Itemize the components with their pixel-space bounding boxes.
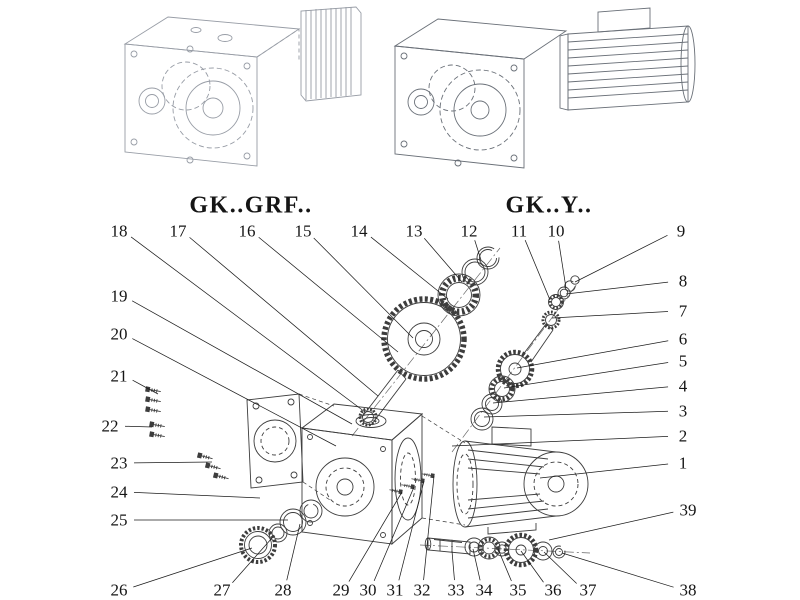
leader-line-29 bbox=[348, 491, 403, 582]
part-number-9: 9 bbox=[676, 221, 686, 241]
gearbox-grf-drawing bbox=[123, 6, 362, 167]
part-number-21: 21 bbox=[110, 366, 128, 386]
part-number-24: 24 bbox=[110, 482, 128, 502]
leader-line-16 bbox=[258, 236, 399, 353]
leader-line-20 bbox=[132, 338, 337, 447]
leader-line-18 bbox=[130, 236, 366, 413]
leader-line-4 bbox=[492, 386, 669, 404]
gear-housing bbox=[298, 393, 466, 545]
part-number-15: 15 bbox=[294, 221, 312, 241]
part-number-23: 23 bbox=[110, 453, 128, 473]
motor-drawing bbox=[452, 426, 589, 535]
leader-line-33 bbox=[451, 550, 455, 581]
part-number-27: 27 bbox=[213, 580, 231, 600]
leader-line-38 bbox=[561, 552, 674, 588]
part-number-34: 34 bbox=[475, 580, 493, 600]
part-number-28: 28 bbox=[274, 580, 292, 600]
model-label-gk-y: GK..Y.. bbox=[505, 192, 593, 219]
leader-line-27 bbox=[232, 537, 273, 584]
part-number-22: 22 bbox=[101, 416, 119, 436]
part-number-25: 25 bbox=[110, 510, 128, 530]
leader-line-14 bbox=[370, 236, 449, 300]
leader-line-37 bbox=[543, 551, 577, 584]
part-number-16: 16 bbox=[238, 221, 256, 241]
leader-line-6 bbox=[516, 340, 669, 369]
part-number-17: 17 bbox=[169, 221, 187, 241]
taper-bearing bbox=[437, 273, 481, 317]
part-number-39: 39 bbox=[679, 500, 697, 520]
leader-line-13 bbox=[423, 238, 463, 283]
part-number-35: 35 bbox=[509, 580, 527, 600]
leader-line-28 bbox=[286, 523, 301, 581]
leader-lines bbox=[124, 235, 674, 588]
part-number-33: 33 bbox=[447, 580, 465, 600]
leader-line-5 bbox=[503, 362, 669, 389]
leader-line-21 bbox=[132, 379, 159, 395]
leader-line-24 bbox=[133, 492, 261, 499]
part-number-29: 29 bbox=[332, 580, 350, 600]
leader-line-15 bbox=[313, 237, 414, 339]
part-number-18: 18 bbox=[110, 221, 128, 241]
housing-screws bbox=[145, 386, 230, 482]
leader-line-31 bbox=[398, 480, 425, 581]
leader-line-30 bbox=[373, 486, 415, 582]
model-label-gk-grf: GK..GRF.. bbox=[189, 192, 313, 219]
part-number-3: 3 bbox=[678, 401, 688, 421]
cover-flange-plate bbox=[246, 393, 304, 489]
part-number-13: 13 bbox=[405, 221, 423, 241]
part-number-5: 5 bbox=[678, 351, 688, 371]
part-number-6: 6 bbox=[678, 329, 688, 349]
part-number-12: 12 bbox=[460, 221, 478, 241]
leader-line-36 bbox=[520, 550, 544, 583]
motor-flange-bolts bbox=[388, 471, 435, 495]
terminal-box bbox=[491, 426, 532, 447]
part-number-36: 36 bbox=[544, 580, 562, 600]
leader-line-10 bbox=[558, 240, 567, 289]
leader-line-39 bbox=[548, 511, 674, 541]
leader-line-23 bbox=[133, 461, 213, 464]
motor-assembled-drawing bbox=[559, 7, 696, 111]
part-number-4: 4 bbox=[678, 376, 688, 396]
leader-line-2 bbox=[451, 436, 669, 447]
part-number-7: 7 bbox=[678, 301, 688, 321]
part-number-20: 20 bbox=[110, 324, 128, 344]
output-shaft-assembly bbox=[424, 532, 566, 568]
part-number-38: 38 bbox=[679, 580, 697, 600]
part-number-8: 8 bbox=[678, 271, 688, 291]
leader-line-32 bbox=[423, 475, 435, 581]
part-number-26: 26 bbox=[110, 580, 128, 600]
part-number-14: 14 bbox=[350, 221, 368, 241]
leader-line-8 bbox=[565, 281, 669, 295]
leader-line-9 bbox=[574, 235, 668, 283]
leader-line-22 bbox=[124, 425, 153, 428]
leader-line-11 bbox=[524, 239, 551, 301]
part-number-37: 37 bbox=[579, 580, 597, 600]
bevel-pinion-stack bbox=[470, 275, 580, 431]
leader-line-7 bbox=[551, 311, 669, 319]
leader-line-19 bbox=[131, 300, 353, 425]
part-number-32: 32 bbox=[413, 580, 431, 600]
part-number-1: 1 bbox=[678, 453, 688, 473]
part-number-10: 10 bbox=[547, 221, 565, 241]
leader-line-35 bbox=[497, 548, 512, 582]
helical-gear bbox=[381, 296, 467, 382]
leader-line-1 bbox=[539, 463, 669, 479]
exploded-view-drawing bbox=[145, 246, 591, 568]
part-number-31: 31 bbox=[386, 580, 404, 600]
part-number-2: 2 bbox=[678, 426, 688, 446]
leader-line-12 bbox=[474, 240, 482, 261]
leader-line-34 bbox=[472, 548, 481, 581]
oil-seal-rings bbox=[239, 499, 323, 564]
part-number-19: 19 bbox=[110, 286, 128, 306]
part-number-30: 30 bbox=[359, 580, 377, 600]
input-gear-stack bbox=[358, 246, 500, 427]
leader-line-3 bbox=[483, 410, 669, 418]
leader-line-17 bbox=[189, 237, 379, 397]
gearbox-y-drawing bbox=[393, 7, 696, 169]
part-number-11: 11 bbox=[510, 221, 528, 241]
leader-line-26 bbox=[133, 547, 253, 588]
